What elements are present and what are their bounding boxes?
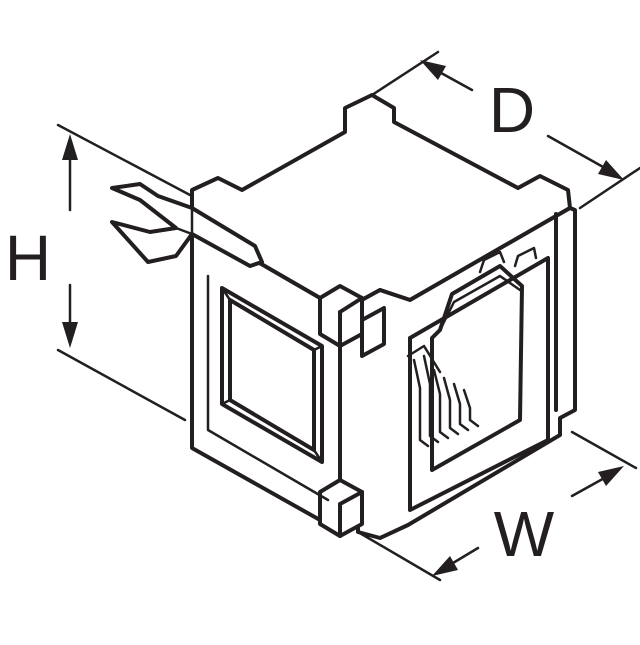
contact-fan: [406, 344, 442, 374]
corner-post-bottom-edge: [338, 490, 364, 538]
width-arrow-right: [598, 466, 624, 486]
contact-pin: [422, 354, 440, 444]
depth-label: D: [489, 74, 535, 146]
depth-arrow-left: [420, 60, 446, 80]
jack-opening-top: [438, 274, 522, 332]
jack-contacts: [406, 344, 480, 448]
height-extension-line-top: [56, 123, 192, 197]
height-extension-line-bottom: [56, 348, 187, 422]
contact-pin: [442, 376, 460, 436]
side-panel-edge: [206, 274, 330, 502]
width-label: W: [494, 498, 555, 570]
height-label: H: [5, 222, 51, 294]
depth-dimension-line-right: [546, 134, 614, 174]
front-inner-frame: [408, 256, 550, 512]
latch-arm-detail: [110, 186, 194, 236]
jack-top-notch: [478, 246, 538, 274]
width-dimension-line-right: [570, 474, 610, 498]
height-arrow-top: [62, 134, 78, 160]
contact-pin: [432, 368, 450, 440]
width-dimension: W: [356, 430, 638, 582]
height-dimension: H: [5, 123, 192, 422]
depth-extension-line-right: [578, 166, 640, 210]
corner-post-top-edge: [338, 296, 364, 348]
contact-pin: [412, 358, 430, 448]
depth-dimension: D: [370, 50, 640, 210]
contact-pin: [452, 382, 470, 432]
height-arrow-bottom: [62, 322, 78, 348]
width-arrow-left: [432, 556, 458, 576]
corner-post-top-right: [360, 306, 386, 358]
depth-arrow-right: [598, 160, 624, 180]
width-extension-line-right: [570, 430, 638, 470]
depth-extension-line-left: [370, 50, 440, 97]
contact-pin: [462, 388, 480, 428]
side-window-bevel: [220, 286, 324, 464]
connector-body: [110, 93, 577, 540]
width-extension-line-left: [356, 530, 442, 582]
